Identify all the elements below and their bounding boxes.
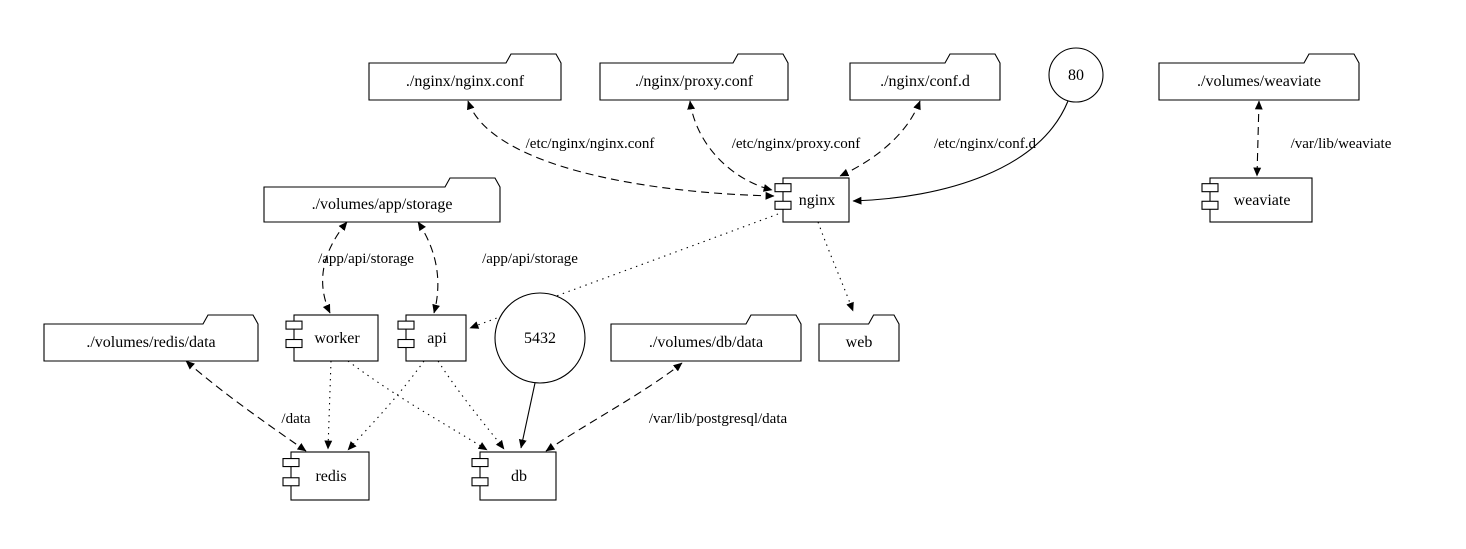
component-tab-icon bbox=[471, 477, 489, 487]
edge-label-db-data-mount: /var/lib/postgresql/data bbox=[649, 411, 788, 427]
edge-label-nginx-conf-mount: /etc/nginx/nginx.conf bbox=[526, 136, 655, 152]
folder-shape-icon bbox=[818, 314, 900, 362]
edge-api-redis-dep bbox=[347, 360, 425, 451]
edge-nginx-conf-mount bbox=[467, 100, 775, 200]
node-proxy-conf: ./nginx/proxy.conf bbox=[599, 53, 789, 101]
node-label-api: api bbox=[427, 330, 447, 347]
component-tab-icon bbox=[397, 338, 415, 349]
node-volumes-db-data: ./volumes/db/data bbox=[610, 314, 802, 362]
port-circle-shape-icon bbox=[494, 292, 586, 384]
component-body-shape-icon bbox=[290, 451, 370, 501]
node-port-80: 80 bbox=[1048, 47, 1104, 103]
component-body-shape-icon bbox=[405, 314, 467, 362]
node-port-5432: 5432 bbox=[494, 292, 586, 384]
node-label-proxy-conf: ./nginx/proxy.conf bbox=[635, 73, 754, 90]
edge-db-data-mount bbox=[545, 362, 683, 452]
component-body-shape-icon bbox=[293, 314, 379, 362]
edge-label-weaviate-mount: /var/lib/weaviate bbox=[1291, 136, 1392, 152]
component-tab-icon bbox=[282, 458, 300, 468]
edge-weaviate-mount bbox=[1253, 100, 1263, 177]
edge-port-5432-to-db bbox=[518, 382, 536, 449]
edge-label-proxy-conf-mount: /etc/nginx/proxy.conf bbox=[732, 136, 861, 152]
node-db: db bbox=[471, 451, 557, 501]
node-volumes-app-storage: ./volumes/app/storage bbox=[263, 177, 501, 223]
edge-label-api-storage-mount: /app/api/storage bbox=[482, 251, 578, 267]
component-tab-icon bbox=[1201, 183, 1219, 193]
edge-api-db-dep bbox=[437, 360, 505, 450]
node-label-volumes-weaviate: ./volumes/weaviate bbox=[1197, 73, 1321, 90]
edge-nginx-web-dep bbox=[817, 221, 854, 312]
edge-proxy-conf-mount bbox=[687, 100, 773, 192]
component-tab-icon bbox=[774, 183, 792, 193]
folder-shape-icon bbox=[368, 53, 562, 101]
edge-api-storage-mount bbox=[417, 221, 440, 314]
edge-label-redis-data-mount: /data bbox=[281, 411, 310, 427]
nodes-layer: ./nginx/nginx.conf ./nginx/proxy.conf ./ng… bbox=[43, 47, 1360, 501]
edge-redis-data-mount bbox=[185, 360, 307, 452]
component-tab-icon bbox=[397, 320, 415, 330]
node-api: api bbox=[397, 314, 467, 362]
node-volumes-weaviate: ./volumes/weaviate bbox=[1158, 53, 1360, 101]
node-conf-d: ./nginx/conf.d bbox=[849, 53, 1001, 101]
folder-shape-icon bbox=[849, 53, 1001, 101]
node-label-web: web bbox=[846, 334, 873, 351]
edge-worker-redis-dep bbox=[324, 360, 333, 450]
node-label-port-80: 80 bbox=[1068, 67, 1084, 84]
edge-label-conf-d-mount: /etc/nginx/conf.d bbox=[934, 136, 1037, 152]
folder-shape-icon bbox=[263, 177, 501, 223]
node-label-volumes-redis-data: ./volumes/redis/data bbox=[86, 334, 215, 351]
component-body-shape-icon bbox=[479, 451, 557, 501]
node-label-weaviate: weaviate bbox=[1234, 192, 1291, 209]
edges-layer bbox=[185, 100, 1263, 452]
node-volumes-redis-data: ./volumes/redis/data bbox=[43, 314, 259, 362]
node-nginx-conf: ./nginx/nginx.conf bbox=[368, 53, 562, 101]
edge-worker-storage-mount bbox=[322, 221, 348, 314]
node-label-volumes-app-storage: ./volumes/app/storage bbox=[312, 196, 453, 213]
component-tab-icon bbox=[285, 320, 303, 330]
component-tab-icon bbox=[282, 477, 300, 487]
node-label-db: db bbox=[511, 468, 527, 485]
node-label-conf-d: ./nginx/conf.d bbox=[880, 73, 970, 90]
component-body-shape-icon bbox=[1209, 177, 1313, 223]
edge-worker-db-dep bbox=[347, 360, 488, 451]
component-tab-icon bbox=[1201, 200, 1219, 210]
folder-shape-icon bbox=[610, 314, 802, 362]
folder-shape-icon bbox=[1158, 53, 1360, 101]
node-label-worker: worker bbox=[314, 330, 360, 347]
node-label-redis: redis bbox=[315, 468, 346, 485]
edge-port-80-to-nginx bbox=[852, 100, 1069, 205]
edge-label-worker-storage-mount: /app/api/storage bbox=[318, 251, 414, 267]
node-weaviate: weaviate bbox=[1201, 177, 1313, 223]
component-tab-icon bbox=[471, 458, 489, 468]
node-redis: redis bbox=[282, 451, 370, 501]
node-label-nginx-conf: ./nginx/nginx.conf bbox=[406, 73, 525, 90]
node-label-volumes-db-data: ./volumes/db/data bbox=[649, 334, 763, 351]
edge-labels-layer: /etc/nginx/nginx.conf/etc/nginx/proxy.co… bbox=[281, 136, 1391, 427]
component-body-shape-icon bbox=[782, 177, 850, 223]
node-label-nginx: nginx bbox=[799, 192, 835, 209]
edge-conf-d-mount bbox=[839, 100, 921, 177]
component-tab-icon bbox=[285, 338, 303, 349]
node-worker: worker bbox=[285, 314, 379, 362]
component-tab-icon bbox=[774, 200, 792, 210]
node-label-port-5432: 5432 bbox=[524, 330, 556, 347]
folder-shape-icon bbox=[43, 314, 259, 362]
port-circle-shape-icon bbox=[1048, 47, 1104, 103]
folder-shape-icon bbox=[599, 53, 789, 101]
node-nginx: nginx bbox=[774, 177, 850, 223]
node-web: web bbox=[818, 314, 900, 362]
